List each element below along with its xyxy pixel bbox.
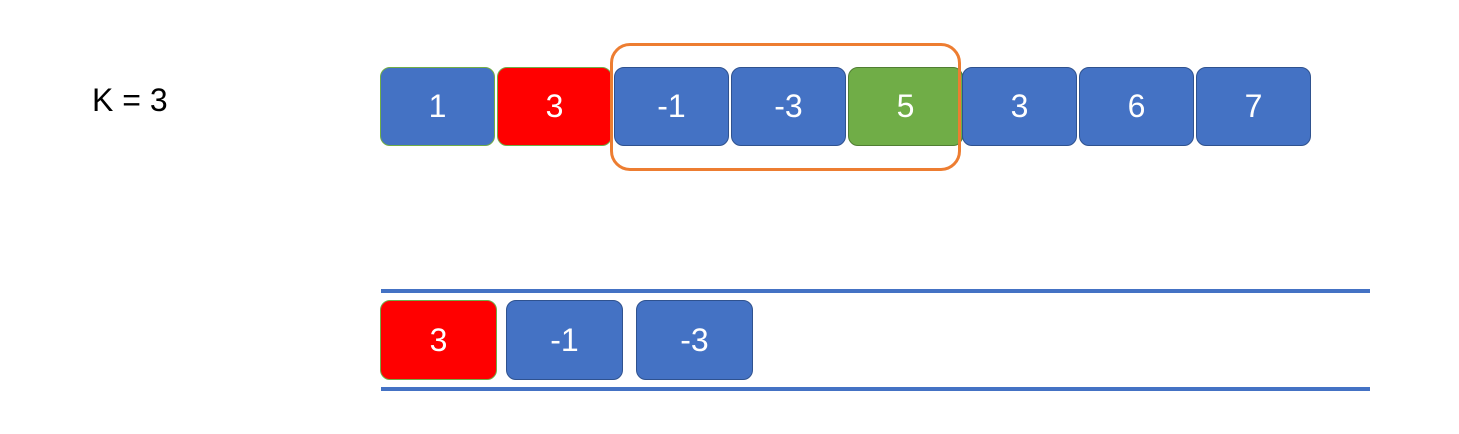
array-cell-5: 3: [962, 67, 1077, 146]
deque-cell-value: -1: [550, 321, 579, 358]
array-cell-7: 7: [1196, 67, 1311, 146]
deque-cell-1: -1: [506, 300, 623, 380]
array-cell-2: -1: [614, 67, 729, 146]
array-cell-value: 5: [896, 88, 915, 124]
k-label: K = 3: [92, 82, 168, 118]
array-cell-value: 7: [1244, 88, 1263, 124]
array-cell-value: 3: [1010, 88, 1029, 124]
array-cell-value: -3: [774, 88, 803, 124]
deque-cell-value: 3: [429, 321, 448, 358]
deque-cell-value: -3: [680, 321, 709, 358]
array-cell-6: 6: [1079, 67, 1194, 146]
array-cell-value: -1: [657, 88, 686, 124]
sliding-window-highlight: [610, 43, 961, 171]
array-cell-0: 1: [380, 67, 495, 146]
array-cell-value: 1: [428, 88, 447, 124]
array-cell-value: 6: [1127, 88, 1146, 124]
array-cell-3: -3: [731, 67, 846, 146]
deque-cell-0: 3: [380, 300, 497, 380]
deque-cell-2: -3: [636, 300, 753, 380]
array-cell-1: 3: [497, 67, 612, 146]
array-cell-4: 5: [848, 67, 963, 146]
array-cell-value: 3: [545, 88, 564, 124]
deque-top-rule: [381, 289, 1370, 293]
deque-bottom-rule: [381, 387, 1370, 391]
